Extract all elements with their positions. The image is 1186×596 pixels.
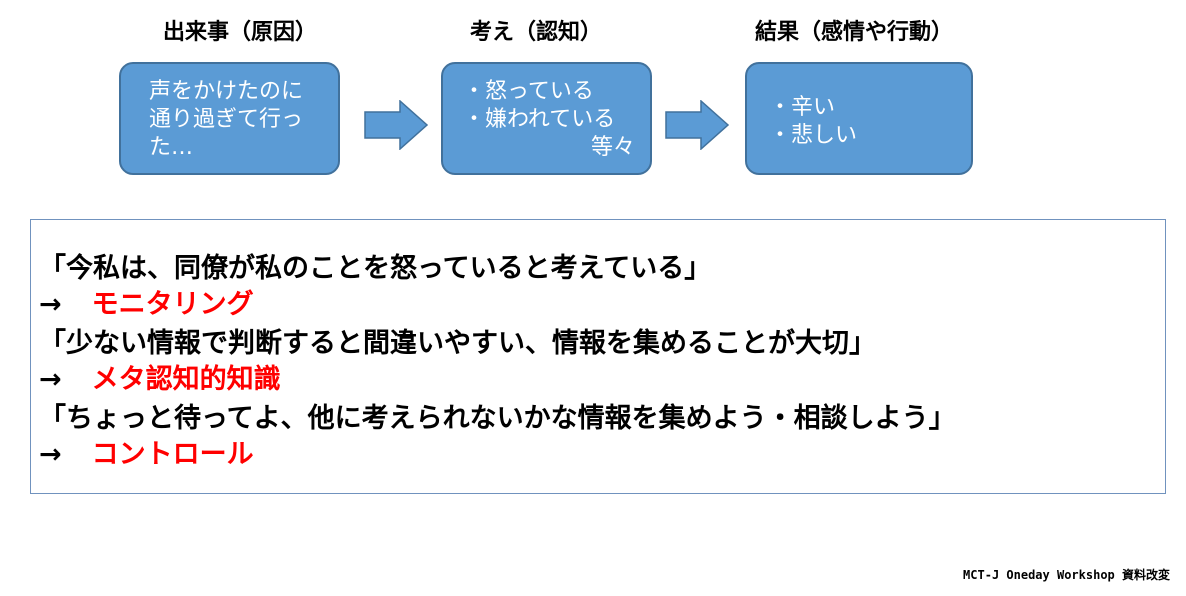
thought-line-2: ・嫌われている [463, 107, 616, 132]
right-arrow-icon [364, 100, 428, 150]
statement-1: 「今私は、同僚が私のことを怒っていると考えている」 [39, 253, 712, 284]
step1-header: 出来事（原因） [163, 20, 318, 45]
right-arrow-icon [665, 100, 729, 150]
label-control: コントロール [91, 439, 254, 470]
explanation-panel: 「今私は、同僚が私のことを怒っていると考えている」 → モニタリング 「少ない情報… [30, 219, 1166, 494]
step3-header: 結果（感情や行動） [755, 20, 954, 45]
thought-box: ・怒っている ・嫌われている 等々 [441, 62, 652, 175]
label-monitoring: モニタリング [91, 289, 254, 320]
event-box: 声をかけたのに 通り過ぎて行っ た… [119, 62, 340, 175]
event-line-3: た… [149, 135, 194, 160]
thought-line-3: 等々 [591, 135, 636, 160]
event-line-2: 通り過ぎて行っ [149, 107, 304, 132]
arrow-1: → [39, 289, 62, 320]
result-2: → メタ認知的知識 [39, 357, 281, 396]
result-line-1: ・辛い [769, 95, 836, 120]
step2-header: 考え（認知） [470, 20, 603, 45]
footer-credit: MCT-J Oneday Workshop 資料改変 [963, 568, 1170, 582]
event-line-1: 声をかけたのに [149, 79, 304, 104]
result-line-2: ・悲しい [769, 123, 858, 148]
arrow-2: → [39, 364, 62, 395]
label-metacognitive-knowledge: メタ認知的知識 [91, 364, 281, 395]
thought-line-1: ・怒っている [463, 79, 594, 104]
statement-2: 「少ない情報で判断すると間違いやすい、情報を集めることが大切」 [39, 328, 876, 359]
statement-3: 「ちょっと待ってよ、他に考えられないかな情報を集めよう・相談しよう」 [39, 403, 956, 434]
result-box: ・辛い ・悲しい [745, 62, 973, 175]
arrow-3: → [39, 439, 62, 470]
result-1: → モニタリング [39, 282, 254, 321]
result-3: → コントロール [39, 432, 254, 471]
